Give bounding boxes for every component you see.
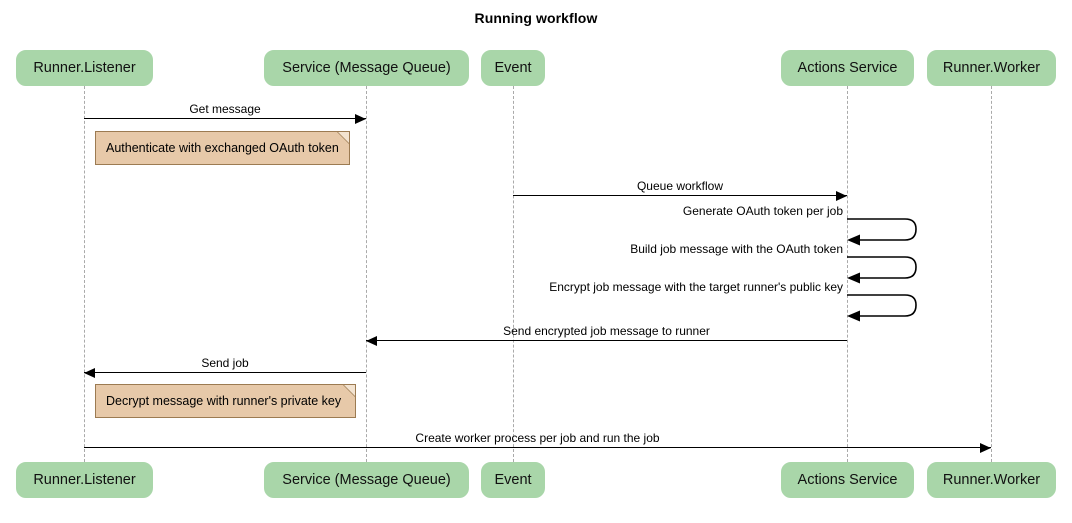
participant-label: Runner.Listener (33, 60, 136, 76)
participant-label: Service (Message Queue) (282, 60, 451, 76)
participant-header-runner-listener[interactable]: Runner.Listener (16, 50, 153, 86)
participant-label: Event (494, 472, 532, 488)
participant-footer-runner-worker[interactable]: Runner.Worker (927, 462, 1056, 498)
lifeline-runner-worker (991, 86, 992, 462)
message-label: Send encrypted job message to runner (503, 324, 710, 338)
participant-footer-service-message-queue[interactable]: Service (Message Queue) (264, 462, 469, 498)
participant-label: Runner.Worker (942, 60, 1041, 76)
participant-label: Runner.Listener (33, 472, 136, 488)
participant-header-runner-worker[interactable]: Runner.Worker (927, 50, 1056, 86)
self-loop-path (847, 293, 932, 329)
participant-label: Service (Message Queue) (282, 472, 451, 488)
note-fold-icon (338, 132, 349, 143)
arrow-head-left (366, 335, 377, 346)
participant-header-event[interactable]: Event (481, 50, 545, 86)
participant-label: Actions Service (797, 60, 898, 76)
message-label: Generate OAuth token per job (682, 204, 843, 218)
participant-label: Actions Service (797, 472, 898, 488)
message-label: Create worker process per job and run th… (415, 431, 660, 445)
participant-footer-actions-service[interactable]: Actions Service (781, 462, 914, 498)
lifeline-actions-service (847, 86, 848, 462)
note-label: Authenticate with exchanged OAuth token (106, 141, 339, 155)
participant-footer-runner-listener[interactable]: Runner.Listener (16, 462, 153, 498)
note-label: Decrypt message with runner's private ke… (106, 394, 342, 408)
message-label: Send job (201, 356, 249, 370)
participant-label: Runner.Worker (942, 472, 1041, 488)
message-label: Queue workflow (636, 179, 724, 193)
message-line (84, 447, 991, 448)
note-fold-icon (344, 385, 355, 396)
lifeline-runner-listener (84, 86, 85, 462)
participant-footer-event[interactable]: Event (481, 462, 545, 498)
message-line (513, 195, 847, 196)
message-line (84, 372, 366, 373)
message-label: Build job message with the OAuth token (630, 242, 843, 256)
arrow-head-right (980, 442, 991, 453)
arrow-head-right (355, 113, 366, 124)
note-decrypt-message-with-runners-private-key[interactable]: Decrypt message with runner's private ke… (95, 384, 356, 418)
message-label: Get message (189, 102, 261, 116)
note-authenticate-with-exchanged-oauth-token[interactable]: Authenticate with exchanged OAuth token (95, 131, 350, 165)
message-line (366, 340, 847, 341)
message-line (84, 118, 366, 119)
participant-label: Event (494, 60, 532, 76)
participant-header-service-message-queue[interactable]: Service (Message Queue) (264, 50, 469, 86)
lifeline-event (513, 86, 514, 462)
arrow-head-right (836, 190, 847, 201)
self-loop-path (847, 255, 932, 291)
self-loop-path (847, 217, 932, 253)
message-label: Encrypt job message with the target runn… (549, 280, 843, 294)
page-title: Running workflow (474, 10, 598, 26)
arrow-head-left (84, 367, 95, 378)
participant-header-actions-service[interactable]: Actions Service (781, 50, 914, 86)
lifeline-service-message-queue (366, 86, 367, 462)
